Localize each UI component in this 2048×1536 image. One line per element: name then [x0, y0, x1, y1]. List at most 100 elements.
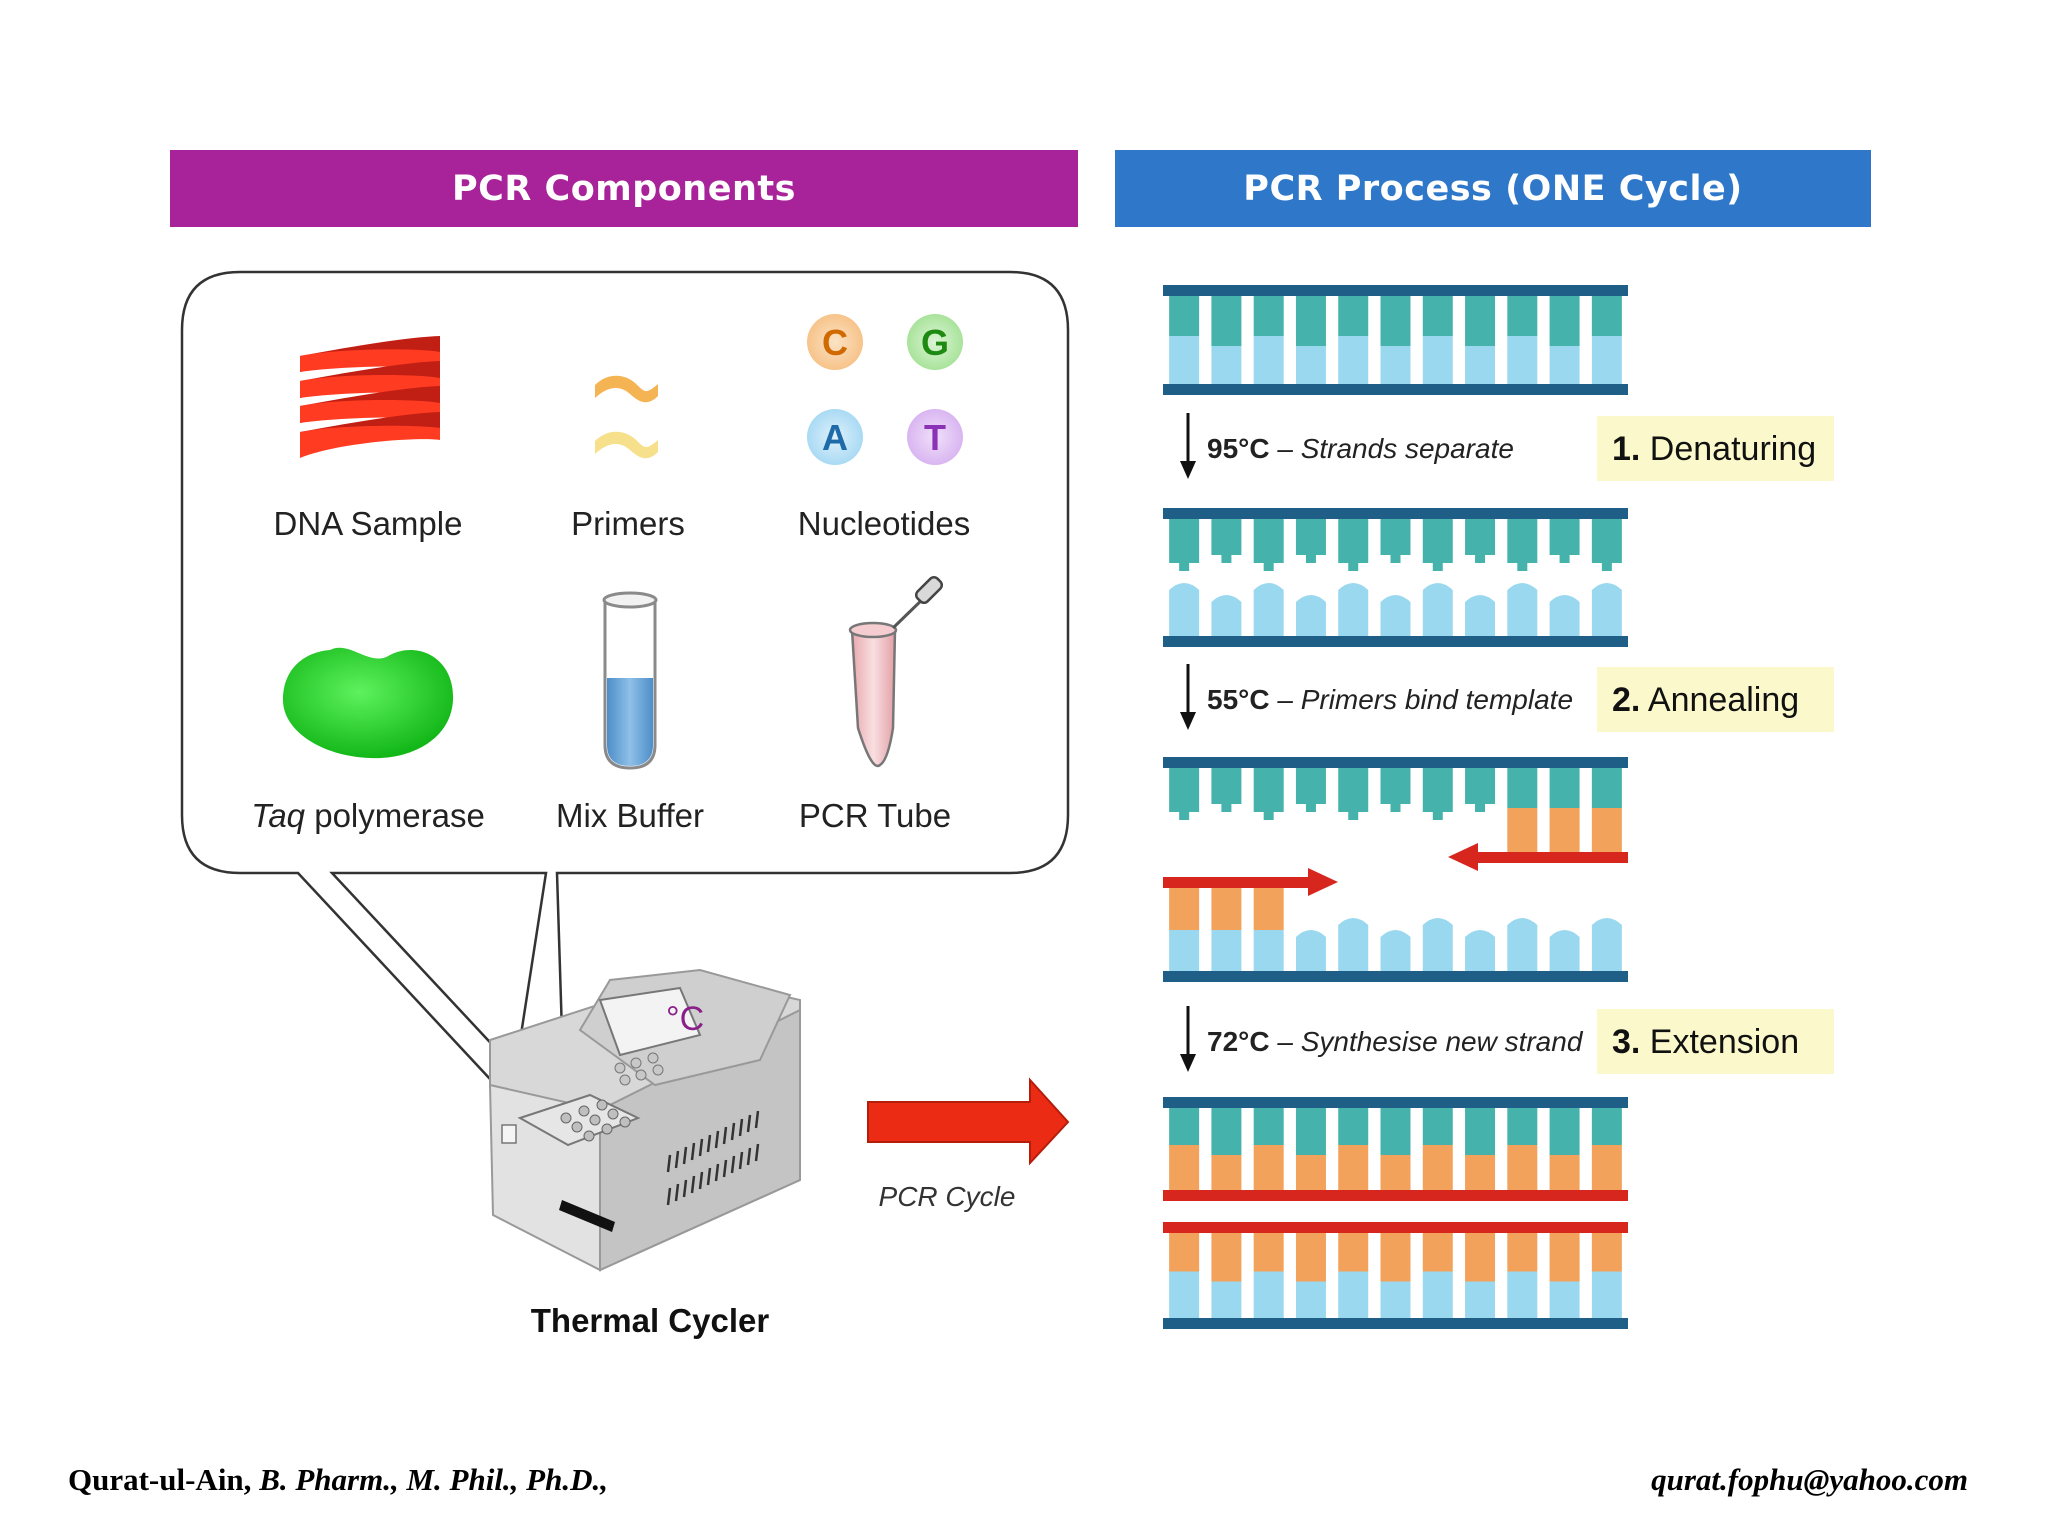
base-pair-segment	[1507, 768, 1538, 808]
mix-buffer-label: Mix Buffer	[556, 797, 704, 834]
taq-polymerase-label: Taq polymerase	[251, 797, 485, 834]
pcr-tube-icon	[848, 575, 944, 768]
base-pair-segment	[1380, 1281, 1411, 1318]
base-pair-segment	[1169, 888, 1200, 930]
base-pair-segment	[1169, 336, 1200, 384]
base-pair-segment	[1305, 804, 1316, 812]
base-pair-segment	[1465, 768, 1496, 804]
base-pair-segment	[1591, 296, 1622, 336]
base-pair-segment	[1380, 602, 1411, 636]
base-pair-segment	[1380, 1108, 1411, 1155]
base-pair-segment	[1390, 804, 1401, 812]
step-down-arrow-head	[1180, 461, 1196, 479]
thermal-cycler-display: °C	[666, 1000, 704, 1038]
base-pair-segment	[1253, 768, 1284, 812]
base-pair-segment	[1295, 346, 1326, 384]
base-pair-segment	[1591, 925, 1622, 971]
base-pair-segment	[1169, 1108, 1200, 1145]
base-pair-segment	[1253, 1271, 1284, 1318]
strand-backbone	[1163, 636, 1628, 647]
strand-backbone	[1163, 971, 1628, 982]
base-pair-segment	[1591, 519, 1622, 563]
base-pair-segment	[1305, 555, 1316, 563]
base-pair-segment	[1253, 583, 1284, 590]
base-pair-segment	[1211, 1233, 1242, 1282]
base-pair-segment	[1380, 937, 1411, 971]
base-pair-segment	[1169, 583, 1200, 590]
base-pair-segment	[1295, 595, 1326, 602]
base-pair-segment	[1380, 346, 1411, 384]
base-pair-segment	[1338, 1233, 1369, 1272]
base-pair-segment	[1465, 519, 1496, 555]
base-pair-segment	[1591, 1271, 1622, 1318]
base-pair-segment	[1211, 768, 1242, 804]
base-pair-segment	[1549, 595, 1580, 602]
base-pair-segment	[1591, 1145, 1622, 1190]
base-pair-segment	[1559, 555, 1570, 563]
base-pair-segment	[1465, 1108, 1496, 1155]
base-pair-segment	[1549, 1108, 1580, 1155]
base-pair-segment	[1591, 590, 1622, 636]
primer-strand	[1163, 877, 1310, 888]
thermal-cycler-label: Thermal Cycler	[531, 1302, 770, 1339]
base-pair-segment	[1549, 937, 1580, 971]
base-pair-segment	[1253, 590, 1284, 636]
base-pair-segment	[1253, 1233, 1284, 1272]
base-pair-segment	[1422, 583, 1453, 590]
base-pair-segment	[1465, 937, 1496, 971]
base-pair-segment	[1465, 930, 1496, 937]
base-pair-segment	[1169, 1233, 1200, 1272]
step-down-arrow-head	[1180, 712, 1196, 730]
pcr-cycle-arrow	[867, 1077, 1070, 1166]
base-pair-segment	[1422, 925, 1453, 971]
base-pair-segment	[1380, 768, 1411, 804]
base-pair-segment	[1507, 519, 1538, 563]
base-pair-segment	[1475, 555, 1486, 563]
author-credentials: B. Pharm., M. Phil., Ph.D.,	[259, 1462, 608, 1497]
base-pair-segment	[1422, 768, 1453, 812]
base-pair-segment	[1295, 519, 1326, 555]
base-pair-segment	[1221, 804, 1232, 812]
base-pair-segment	[1211, 519, 1242, 555]
base-pair-segment	[1253, 519, 1284, 563]
base-pair-segment	[1211, 296, 1242, 346]
base-pair-segment	[1549, 808, 1580, 852]
base-pair-segment	[1507, 336, 1538, 384]
base-pair-segment	[1380, 1233, 1411, 1282]
base-pair-segment	[1295, 1108, 1326, 1155]
base-pair-segment	[1338, 768, 1369, 812]
pcr-tube-label: PCR Tube	[799, 797, 951, 834]
base-pair-segment	[1295, 602, 1326, 636]
base-pair-segment	[1422, 1271, 1453, 1318]
base-pair-segment	[1211, 930, 1242, 971]
base-pair-segment	[1432, 563, 1443, 571]
base-pair-segment	[1211, 1108, 1242, 1155]
nucleotide-a: A	[822, 417, 848, 458]
base-pair-segment	[1507, 583, 1538, 590]
base-pair-segment	[1211, 1155, 1242, 1190]
base-pair-segment	[1507, 808, 1538, 852]
base-pair-segment	[1422, 590, 1453, 636]
nucleotides-icon: C G A T	[807, 314, 963, 465]
base-pair-segment	[1338, 918, 1369, 925]
base-pair-segment	[1380, 1155, 1411, 1190]
strand-backbone	[1163, 1097, 1628, 1108]
base-pair-segment	[1295, 930, 1326, 937]
base-pair-segment	[1295, 1281, 1326, 1318]
base-pair-segment	[1549, 1155, 1580, 1190]
base-pair-segment	[1591, 918, 1622, 925]
base-pair-segment	[1549, 1233, 1580, 1282]
base-pair-segment	[1169, 519, 1200, 563]
base-pair-segment	[1263, 563, 1274, 571]
base-pair-segment	[1422, 1108, 1453, 1145]
base-pair-segment	[1338, 296, 1369, 336]
base-pair-segment	[1338, 590, 1369, 636]
base-pair-segment	[1295, 768, 1326, 804]
base-pair-segment	[1338, 1108, 1369, 1145]
base-pair-segment	[1169, 768, 1200, 812]
author-name: Qurat-ul-Ain,	[68, 1462, 260, 1497]
base-pair-segment	[1422, 296, 1453, 336]
base-pair-segment	[1465, 1233, 1496, 1282]
